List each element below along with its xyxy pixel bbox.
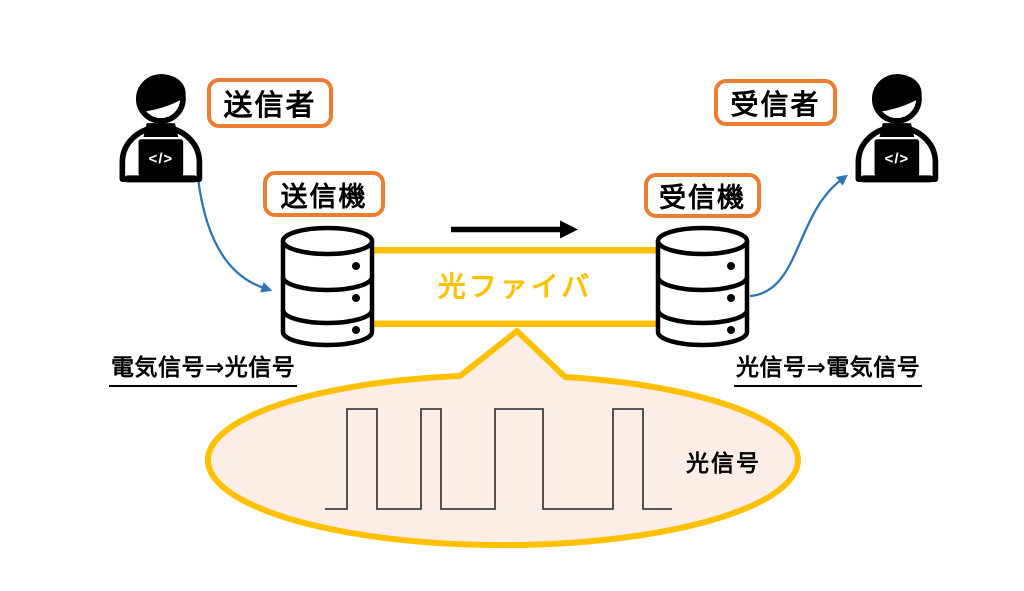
optical-wave-path xyxy=(325,408,672,510)
sender-person-icon: </> xyxy=(119,74,203,183)
transmitter-text: 送信機 xyxy=(280,181,368,212)
receiver-person-icon: </> xyxy=(855,74,939,183)
sender-flow-arrow xyxy=(196,177,273,293)
optical-to-electric-label: 光信号⇒電気信号 xyxy=(734,348,923,387)
laptop-base xyxy=(860,175,934,183)
transmitter-label: 送信機 xyxy=(263,171,385,217)
hair xyxy=(872,74,922,112)
optical-signal-callout xyxy=(204,328,801,549)
chest xyxy=(879,123,915,140)
hair xyxy=(136,74,186,112)
callout-bubble-shape xyxy=(204,328,801,549)
receiver-device-text: 受信機 xyxy=(659,183,746,213)
electric-to-optical-label: 電気信号⇒光信号 xyxy=(109,348,298,387)
receiver-device-label: 受信機 xyxy=(644,173,761,218)
optical-fiber-link xyxy=(370,247,662,327)
receiver-role-label: 受信者 xyxy=(714,79,837,126)
laptop-base xyxy=(124,175,198,183)
receiver-role-text: 受信者 xyxy=(730,88,821,120)
optical-fiber-label: 光ファイバ xyxy=(437,271,593,302)
optical-signal-label: 光信号 xyxy=(686,450,761,476)
laptop-code-glyph: </> xyxy=(885,150,910,167)
transmitter-device-icon xyxy=(280,225,375,348)
sender-role-text: 送信者 xyxy=(223,90,317,122)
receiver-device-icon xyxy=(655,225,750,348)
receiver-flow-arrow xyxy=(749,174,848,298)
sender-role-label: 送信者 xyxy=(207,78,333,128)
laptop-code-glyph: </> xyxy=(149,150,174,167)
chest xyxy=(143,123,179,140)
